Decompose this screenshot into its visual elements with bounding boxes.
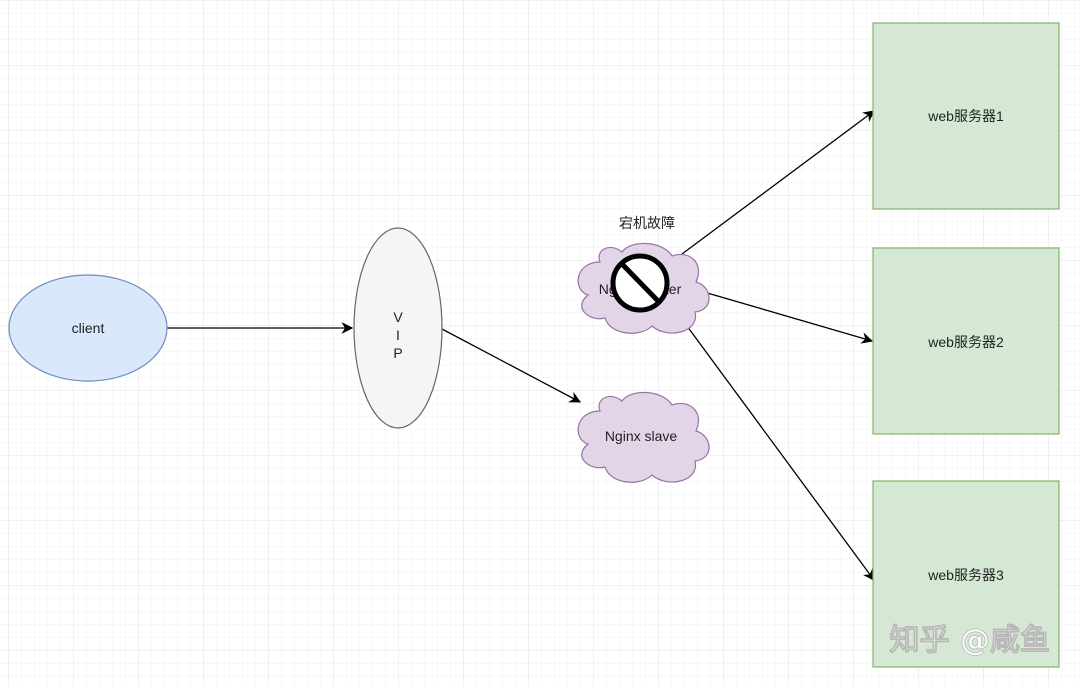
- vip-label-line-3: P: [393, 345, 402, 361]
- web-server-1-label: web服务器1: [927, 108, 1004, 124]
- nginx-slave-node[interactable]: Nginx slave: [577, 391, 710, 483]
- failure-label: 宕机故障: [619, 215, 675, 231]
- prohibited-icon: [610, 253, 670, 313]
- edges: [167, 110, 875, 581]
- client-node[interactable]: client: [8, 274, 168, 382]
- edge-vip-nginx-slave[interactable]: [441, 328, 582, 403]
- web-server-1-node[interactable]: web服务器1: [872, 22, 1060, 210]
- web-server-2-label: web服务器2: [927, 334, 1004, 350]
- vip-node[interactable]: V I P: [353, 227, 443, 429]
- edge-master-web2[interactable]: [696, 289, 874, 344]
- vip-label-line-1: V: [393, 309, 403, 325]
- web-server-3-node[interactable]: web服务器3: [872, 480, 1060, 668]
- watermark: 知乎 @咸鱼: [890, 623, 1050, 658]
- edge-master-web3[interactable]: [683, 321, 875, 581]
- edge-master-web1[interactable]: [681, 110, 875, 255]
- nginx-slave-label: Nginx slave: [605, 428, 678, 444]
- web-server-3-label: web服务器3: [927, 567, 1004, 583]
- vip-label-line-2: I: [396, 327, 400, 343]
- client-label: client: [72, 320, 105, 336]
- web-server-2-node[interactable]: web服务器2: [872, 247, 1060, 435]
